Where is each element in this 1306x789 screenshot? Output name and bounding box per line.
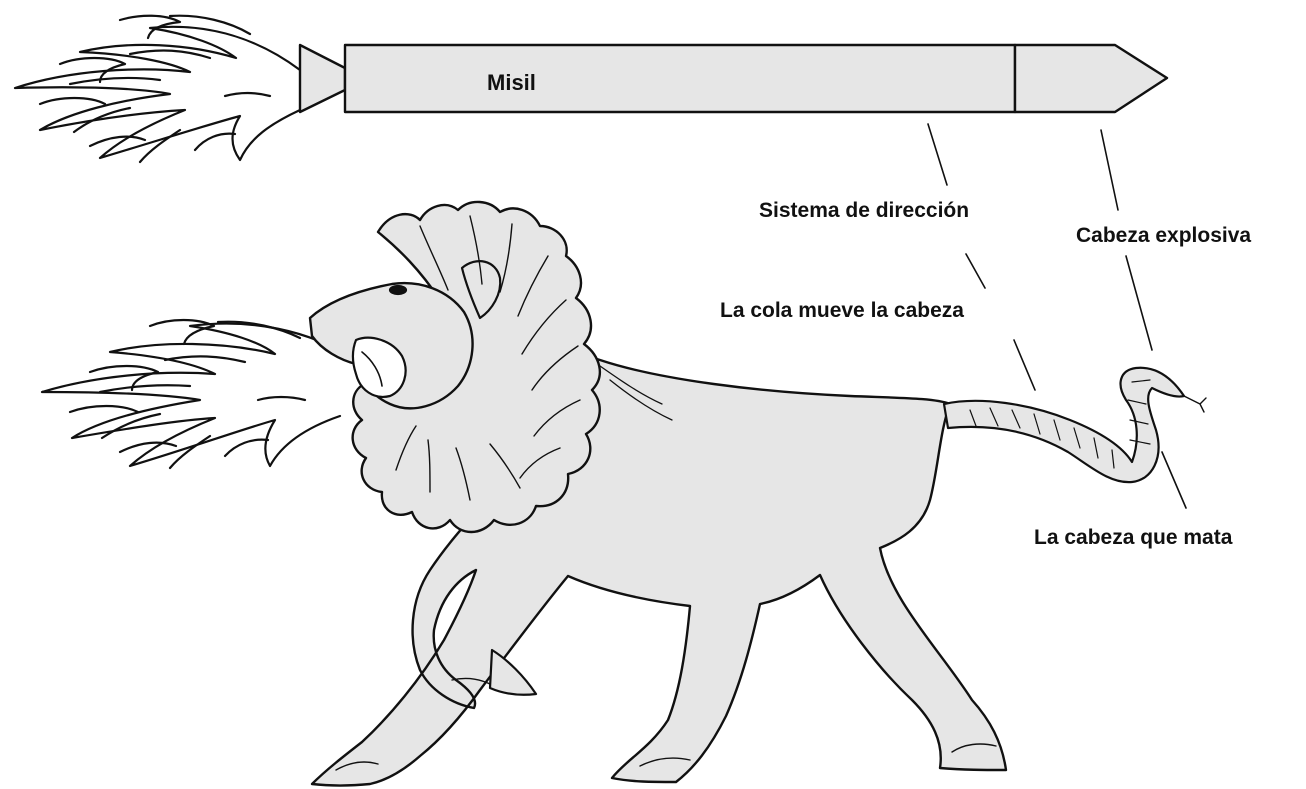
label-tail-moves-head: La cola mueve la cabeza (720, 299, 964, 322)
snake-body (942, 366, 1186, 484)
missile-tail-fin (298, 43, 347, 114)
missile-nose (1013, 43, 1169, 114)
leader-killhead (1161, 451, 1187, 509)
leader-steering-bottom (1013, 339, 1036, 391)
label-killing-head: La cabeza que mata (1034, 526, 1233, 549)
lion-mouth (351, 336, 407, 398)
label-warhead: Cabeza explosiva (1076, 224, 1252, 247)
leader-warhead-top (1100, 129, 1119, 211)
lion (308, 200, 1008, 787)
lion-mane (351, 200, 602, 534)
lion-ear (460, 260, 502, 320)
label-steering-system: Sistema de dirección (759, 199, 970, 222)
leader-steering-middle (965, 253, 986, 289)
leader-steering-top (927, 123, 948, 186)
leader-lines (927, 123, 1187, 509)
missile-body (343, 43, 1017, 114)
missile-label: Misil (487, 70, 536, 95)
lion-eye (388, 284, 408, 296)
snake-tongue (1183, 395, 1207, 413)
mouth-flames (40, 318, 357, 470)
leader-warhead-bottom (1125, 255, 1153, 351)
snake-tail (942, 366, 1207, 484)
missile-exhaust-flames (13, 14, 302, 164)
missile (298, 43, 1169, 114)
lion-rear-hoof (488, 648, 538, 696)
